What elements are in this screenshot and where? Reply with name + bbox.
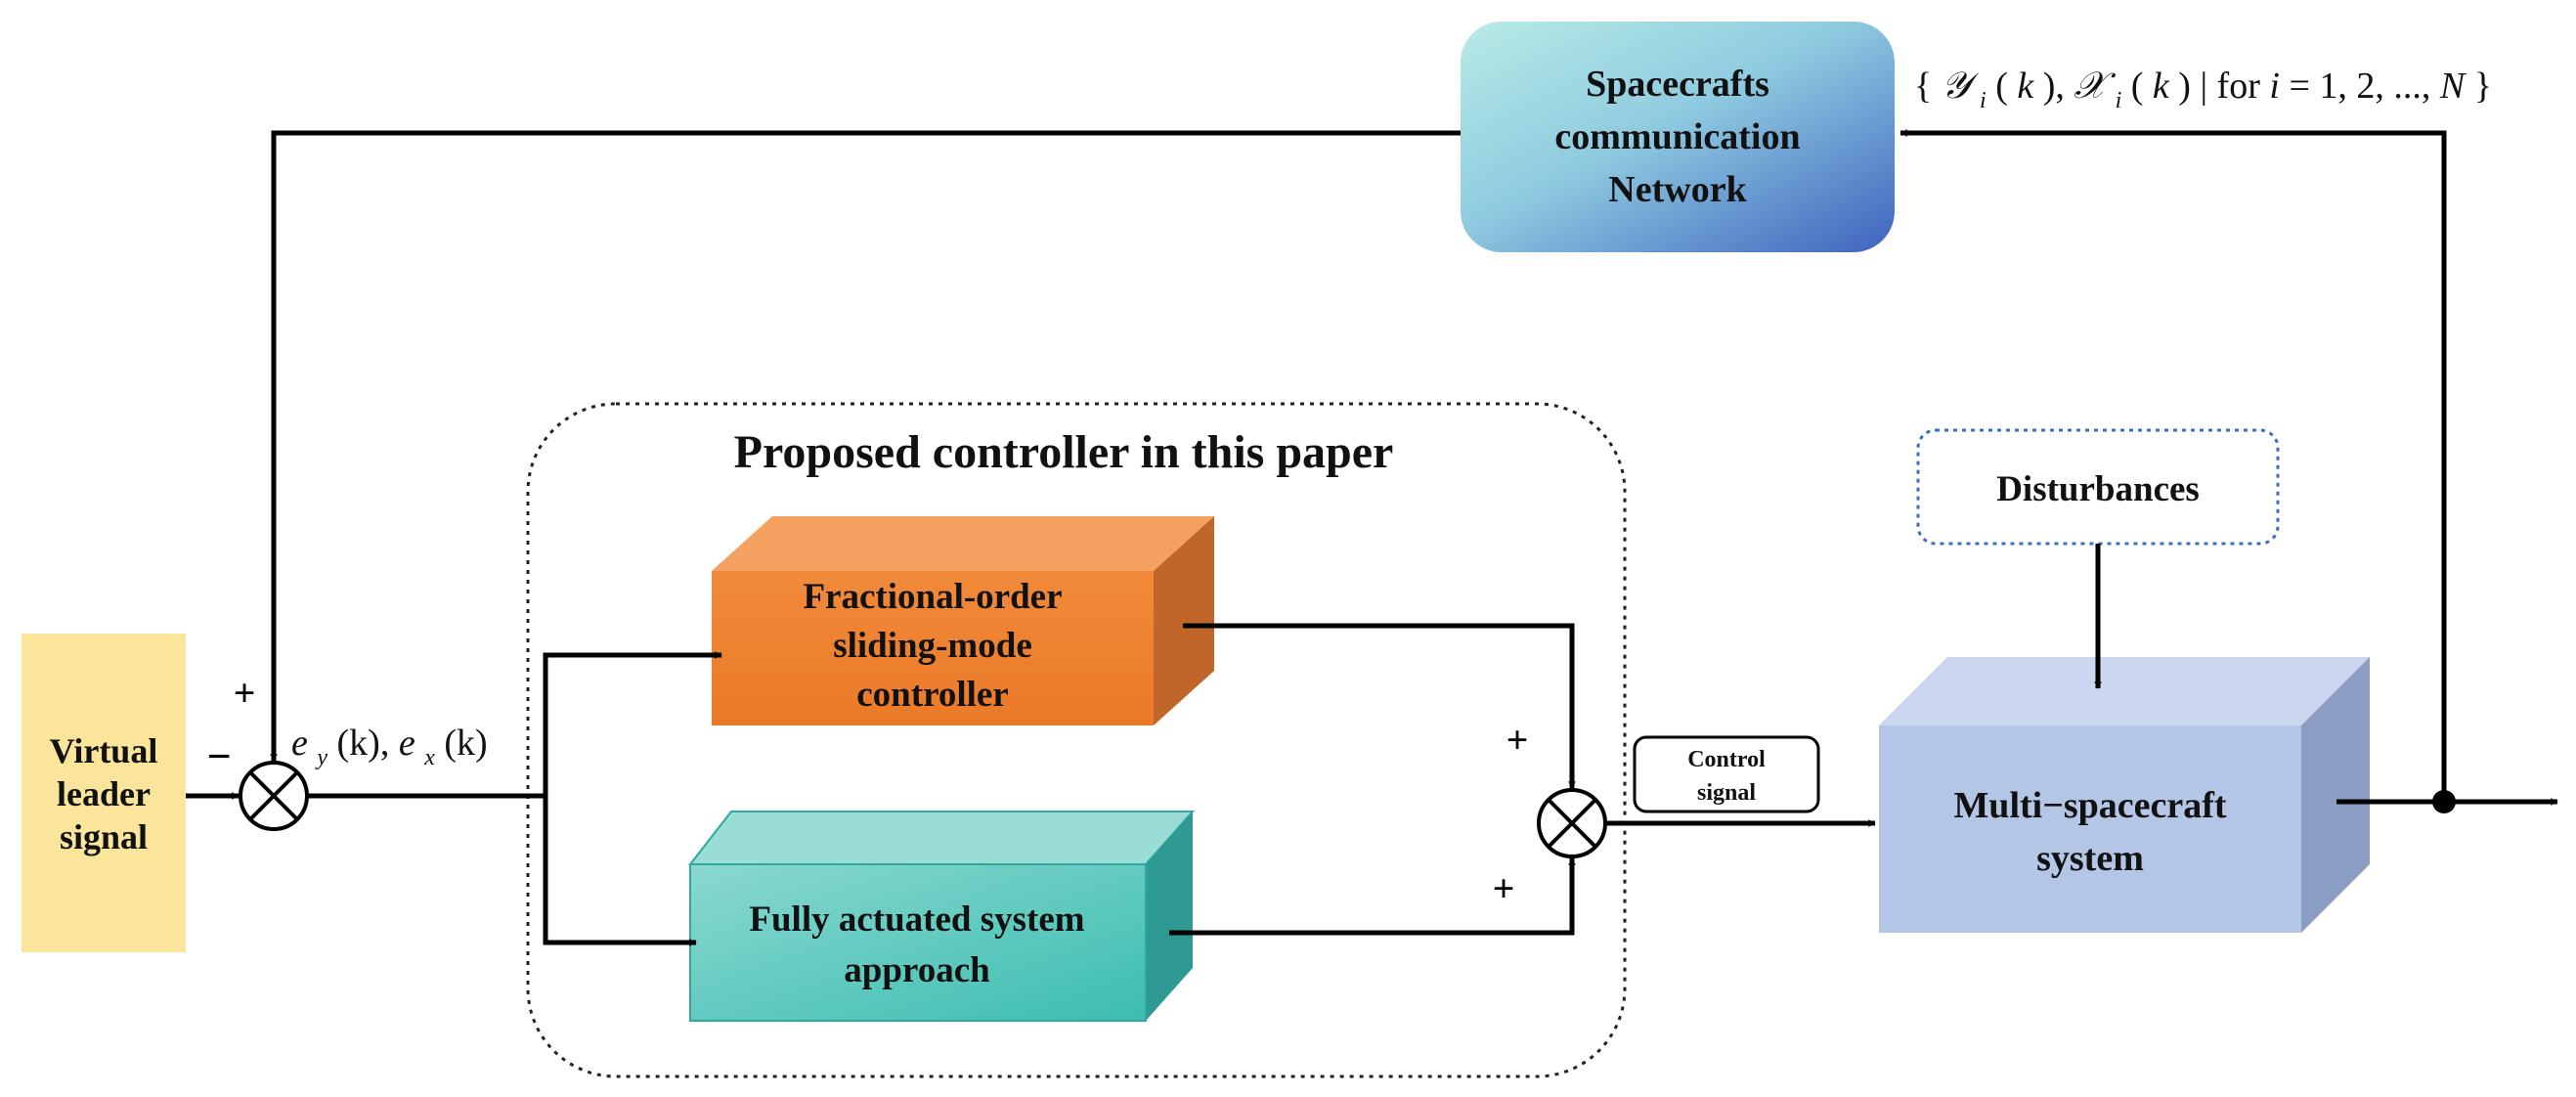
fractional-box-side <box>1154 516 1214 725</box>
feedback-set-label: { 𝒴 i ( k ), 𝒳 i ( k ) | for i = 1, 2, .… <box>1914 66 2492 116</box>
summing-junction-left <box>239 761 309 831</box>
network-line-2: communication <box>1554 116 1800 157</box>
plant-box-top <box>1879 657 2370 725</box>
wire-fractional-to-sum <box>1183 623 1576 789</box>
control-signal-line-2: signal <box>1697 780 1756 806</box>
plus-sign-sum-bottom: + <box>1493 866 1515 910</box>
virtual-line-2: leader <box>57 774 151 813</box>
fractional-line-1: Fractional-order <box>803 577 1062 617</box>
plus-sign-sum-top: + <box>1506 718 1529 762</box>
wire-network-to-sum <box>270 130 1461 762</box>
plus-sign-top: + <box>234 671 256 715</box>
plant-line-1: Multi−spacecraft <box>1953 785 2226 826</box>
controller-region <box>526 402 1627 1078</box>
plant-box <box>1879 725 2301 933</box>
fractional-box-top <box>712 516 1214 571</box>
wire-to-fully <box>543 796 697 946</box>
fractional-line-3: controller <box>856 675 1008 715</box>
fractional-box <box>712 571 1154 725</box>
network-line-3: Network <box>1608 169 1747 210</box>
virtual-line-3: signal <box>60 817 148 856</box>
disturbances-label: Disturbances <box>1996 469 2200 509</box>
wire-fully-to-sum <box>1169 857 1576 936</box>
control-signal-box <box>1633 735 1820 813</box>
wire-to-fractional <box>543 651 722 796</box>
wire-output-to-network <box>1899 129 2447 802</box>
output-junction-dot <box>2432 790 2456 813</box>
controller-region-title: Proposed controller in this paper <box>734 426 1394 478</box>
plant-line-2: system <box>2036 838 2144 879</box>
summing-junction-right <box>1537 788 1607 858</box>
fully-box-side <box>1146 812 1193 1021</box>
fully-box <box>689 863 1147 1022</box>
plant-box-side <box>2301 657 2370 933</box>
fully-line-2: approach <box>844 950 990 990</box>
virtual-line-1: Virtual <box>50 731 158 770</box>
control-signal-line-1: Control <box>1687 747 1766 772</box>
network-line-1: Spacecrafts <box>1586 64 1769 105</box>
fully-line-1: Fully actuated system <box>749 900 1084 940</box>
disturbances-box <box>1916 428 2280 546</box>
network-box <box>1461 22 1895 252</box>
fully-box-top <box>687 811 1196 865</box>
error-label: e y (k), e x (k) <box>291 723 488 773</box>
fractional-line-2: sliding-mode <box>833 626 1032 666</box>
minus-sign-left: − <box>206 732 231 780</box>
virtual-leader-box <box>22 634 186 952</box>
